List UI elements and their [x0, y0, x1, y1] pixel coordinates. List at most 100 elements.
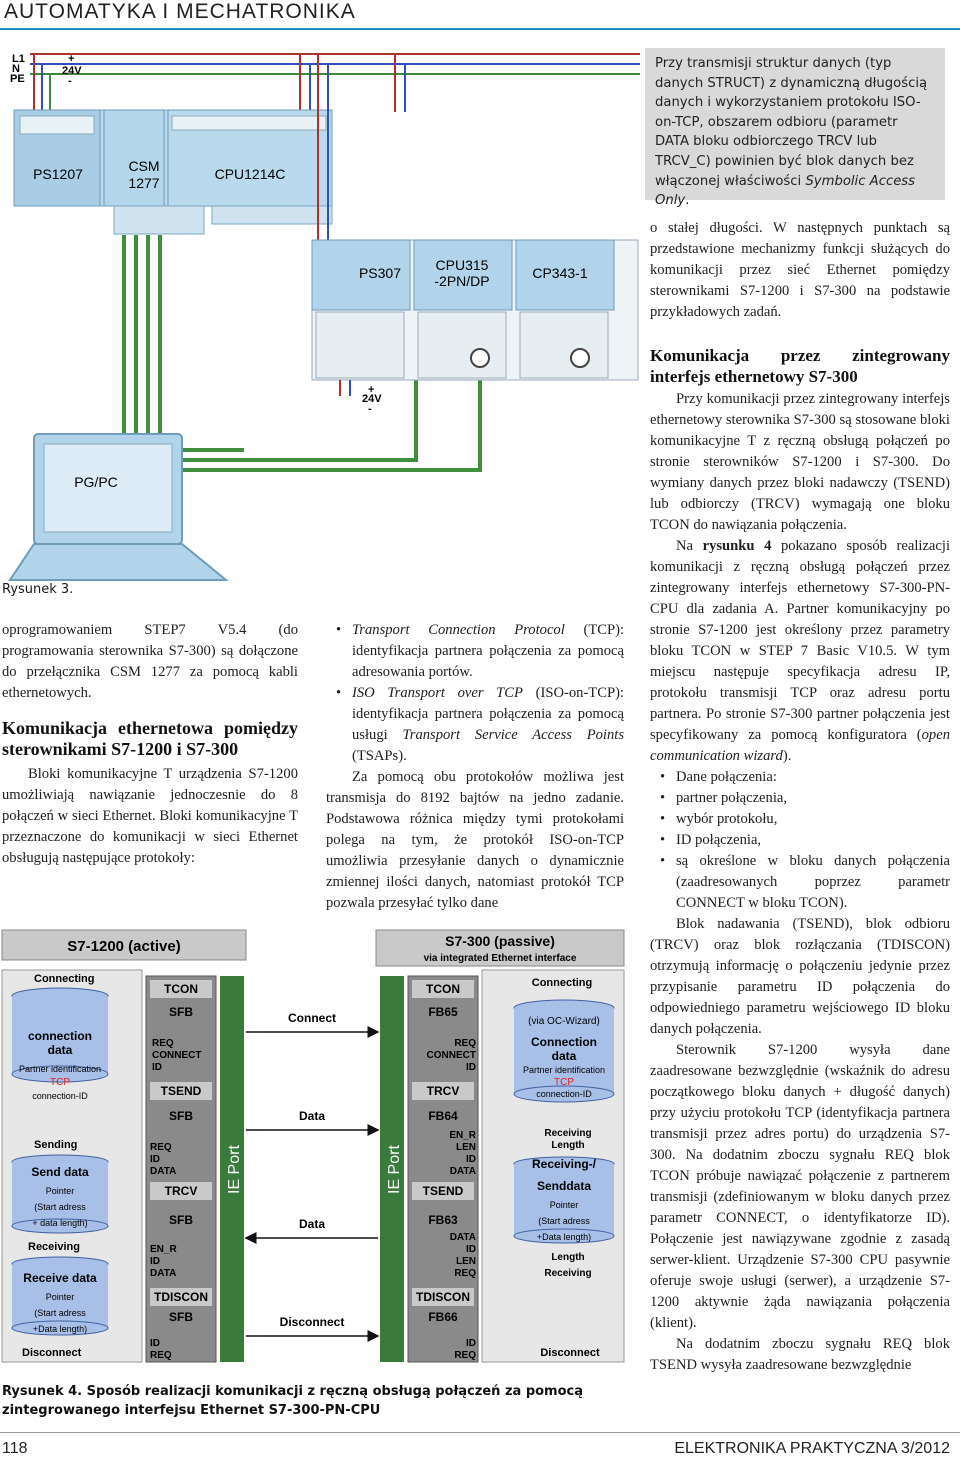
fig4-r-conn-1: Connection: [531, 1035, 597, 1049]
info-box: Przy transmisji struktur danych (typ dan…: [645, 48, 945, 208]
svg-text:+Data length): +Data length): [33, 1324, 87, 1334]
svg-text:Disconnect: Disconnect: [22, 1347, 82, 1359]
fig3-label-l1: L1: [12, 53, 25, 65]
fig4-left-title: S7-1200 (active): [67, 938, 180, 955]
svg-text:FB65: FB65: [428, 1005, 458, 1019]
svg-text:Length: Length: [551, 1252, 584, 1263]
svg-text:Connect: Connect: [288, 1011, 336, 1025]
fig3-supply-24v: 24V: [62, 65, 82, 77]
svg-text:Data: Data: [299, 1217, 325, 1231]
svg-text:Receive data: Receive data: [23, 1271, 97, 1285]
module-ps307: PS307: [359, 265, 401, 281]
svg-text:ID: ID: [152, 1062, 162, 1073]
svg-text:connection-ID: connection-ID: [32, 1091, 88, 1101]
svg-text:Partner identification: Partner identification: [523, 1065, 605, 1075]
page-number: 118: [2, 1440, 28, 1457]
svg-text:TCP: TCP: [554, 1077, 574, 1088]
pc-label: PG/PC: [74, 474, 118, 490]
module-cpu315-line1: CPU315: [436, 257, 489, 273]
fig4-r-rs-2: Senddata: [537, 1179, 591, 1193]
svg-text:REQ: REQ: [152, 1038, 174, 1049]
svg-text:DATA: DATA: [450, 1232, 476, 1243]
svg-text:TSEND: TSEND: [423, 1184, 464, 1198]
fig4-r-recv-len-2: Length: [551, 1140, 584, 1151]
svg-text:Pointer: Pointer: [46, 1186, 75, 1196]
fig3-caption: Rysunek 3.: [2, 582, 74, 597]
svg-text:SFB: SFB: [169, 1310, 193, 1324]
header-rule: [0, 28, 960, 30]
svg-text:Connecting: Connecting: [532, 977, 593, 989]
svg-text:ID: ID: [150, 1338, 160, 1349]
col3-paragraph-5: Na dodatnim zboczu sygnału REQ blok TSEN…: [650, 1336, 950, 1373]
col3-paragraph-4: Sterownik S7-1200 wysyła dane zaadresowa…: [650, 1042, 950, 1331]
fig4-caption: Rysunek 4. Sposób realizacji komunikacji…: [2, 1384, 584, 1418]
svg-text:CONNECT: CONNECT: [427, 1050, 476, 1061]
fig4-conn-data-2: data: [48, 1043, 73, 1057]
svg-text:DATA: DATA: [150, 1166, 176, 1177]
fig3-supply-minus: -: [68, 75, 72, 87]
svg-text:FB63: FB63: [428, 1213, 458, 1227]
svg-text:ID: ID: [466, 1338, 476, 1349]
fig4-r-rs-1: Receiving-/: [532, 1157, 597, 1171]
svg-text:(Start adress: (Start adress: [34, 1308, 86, 1318]
section-header: AUTOMATYKA I MECHATRONIKA: [4, 0, 356, 23]
fig4-right-title: S7-300 (passive): [445, 933, 555, 949]
module-ps1207: PS1207: [33, 166, 83, 182]
col1-heading: Komunikacja ethernetowa pomiędzy sterown…: [2, 718, 298, 759]
svg-text:Data: Data: [299, 1109, 325, 1123]
svg-text:ID: ID: [466, 1244, 476, 1255]
svg-text:TDISCON: TDISCON: [416, 1290, 470, 1304]
svg-text:(via OC-Wizard): (via OC-Wizard): [528, 1016, 600, 1027]
figure-3-wiring-diagram: L1 N PE + 24V - PS1207 CSM 1277 CPU1214C…: [8, 53, 640, 581]
svg-text:SFB: SFB: [169, 1109, 193, 1123]
svg-text:FB64: FB64: [428, 1109, 458, 1123]
svg-text:+ data length): + data length): [32, 1218, 87, 1228]
svg-text:Receiving: Receiving: [28, 1241, 80, 1253]
svg-text:TRCV: TRCV: [165, 1184, 198, 1198]
fig3-label-n: N: [12, 63, 20, 75]
svg-text:Send data: Send data: [31, 1165, 89, 1179]
module-cp343: CP343-1: [532, 265, 587, 281]
svg-text:Connecting: Connecting: [34, 973, 95, 985]
column-1: oprogramowaniem STEP7 V5.4 (do programow…: [2, 620, 298, 869]
svg-text:(Start adress: (Start adress: [34, 1202, 86, 1212]
svg-text:ID: ID: [466, 1154, 476, 1165]
svg-text:Partner identification: Partner identification: [19, 1064, 101, 1074]
svg-text:ID: ID: [150, 1154, 160, 1165]
fig3-supply-plus: +: [68, 53, 74, 65]
col3-heading: Komunikacja przez zintegrowany interfejs…: [650, 346, 950, 386]
svg-text:REQ: REQ: [454, 1268, 476, 1279]
module-csm-line1: CSM: [128, 158, 159, 174]
svg-text:Pointer: Pointer: [550, 1200, 579, 1210]
svg-text:+Data length): +Data length): [537, 1232, 591, 1242]
svg-text:LEN: LEN: [456, 1256, 476, 1267]
svg-text:REQ: REQ: [454, 1350, 476, 1361]
info-box-text: Przy transmisji struktur danych (typ dan…: [655, 56, 928, 189]
fig3-label-pe: PE: [10, 73, 25, 85]
right-top-paragraph: o stałej długości. W następnych punktach…: [650, 220, 950, 320]
svg-text:Sending: Sending: [34, 1139, 77, 1151]
col3-list: Dane połączenia: partner połączenia, wyb…: [650, 767, 950, 914]
svg-text:CONNECT: CONNECT: [152, 1050, 201, 1061]
svg-text:TCON: TCON: [164, 982, 198, 996]
protocol-tcp: Transport Connection Protocol (TCP): ide…: [326, 620, 624, 683]
svg-text:EN_R: EN_R: [449, 1130, 476, 1141]
protocol-list: Transport Connection Protocol (TCP): ide…: [326, 620, 624, 767]
svg-text:SFB: SFB: [169, 1005, 193, 1019]
svg-text:Receiving: Receiving: [544, 1268, 591, 1279]
svg-text:DATA: DATA: [150, 1268, 176, 1279]
fig4-conn-data-1: connection: [28, 1029, 92, 1043]
info-box-italic: Symbolic Access Only: [655, 173, 916, 209]
col3-paragraph-1: Przy komunikacji przez zintegrowany inte…: [650, 391, 950, 533]
module-csm-line2: 1277: [128, 175, 159, 191]
svg-text:ID: ID: [150, 1256, 160, 1267]
svg-text:SFB: SFB: [169, 1213, 193, 1227]
svg-text:Pointer: Pointer: [46, 1292, 75, 1302]
col1-paragraph-2: Bloki komunikacyjne T urządzenia S7-1200…: [2, 766, 298, 866]
svg-text:TCP: TCP: [50, 1077, 70, 1088]
module-cpu315-line2: -2PN/DP: [434, 273, 489, 289]
col3-paragraph-2: Na rysunku 4 pokazano sposób realizacji …: [650, 538, 950, 764]
svg-text:FB66: FB66: [428, 1310, 458, 1324]
col2-paragraph: Za pomocą obu protokołów możliwa jest tr…: [326, 769, 624, 911]
svg-text:EN_R: EN_R: [150, 1244, 177, 1255]
